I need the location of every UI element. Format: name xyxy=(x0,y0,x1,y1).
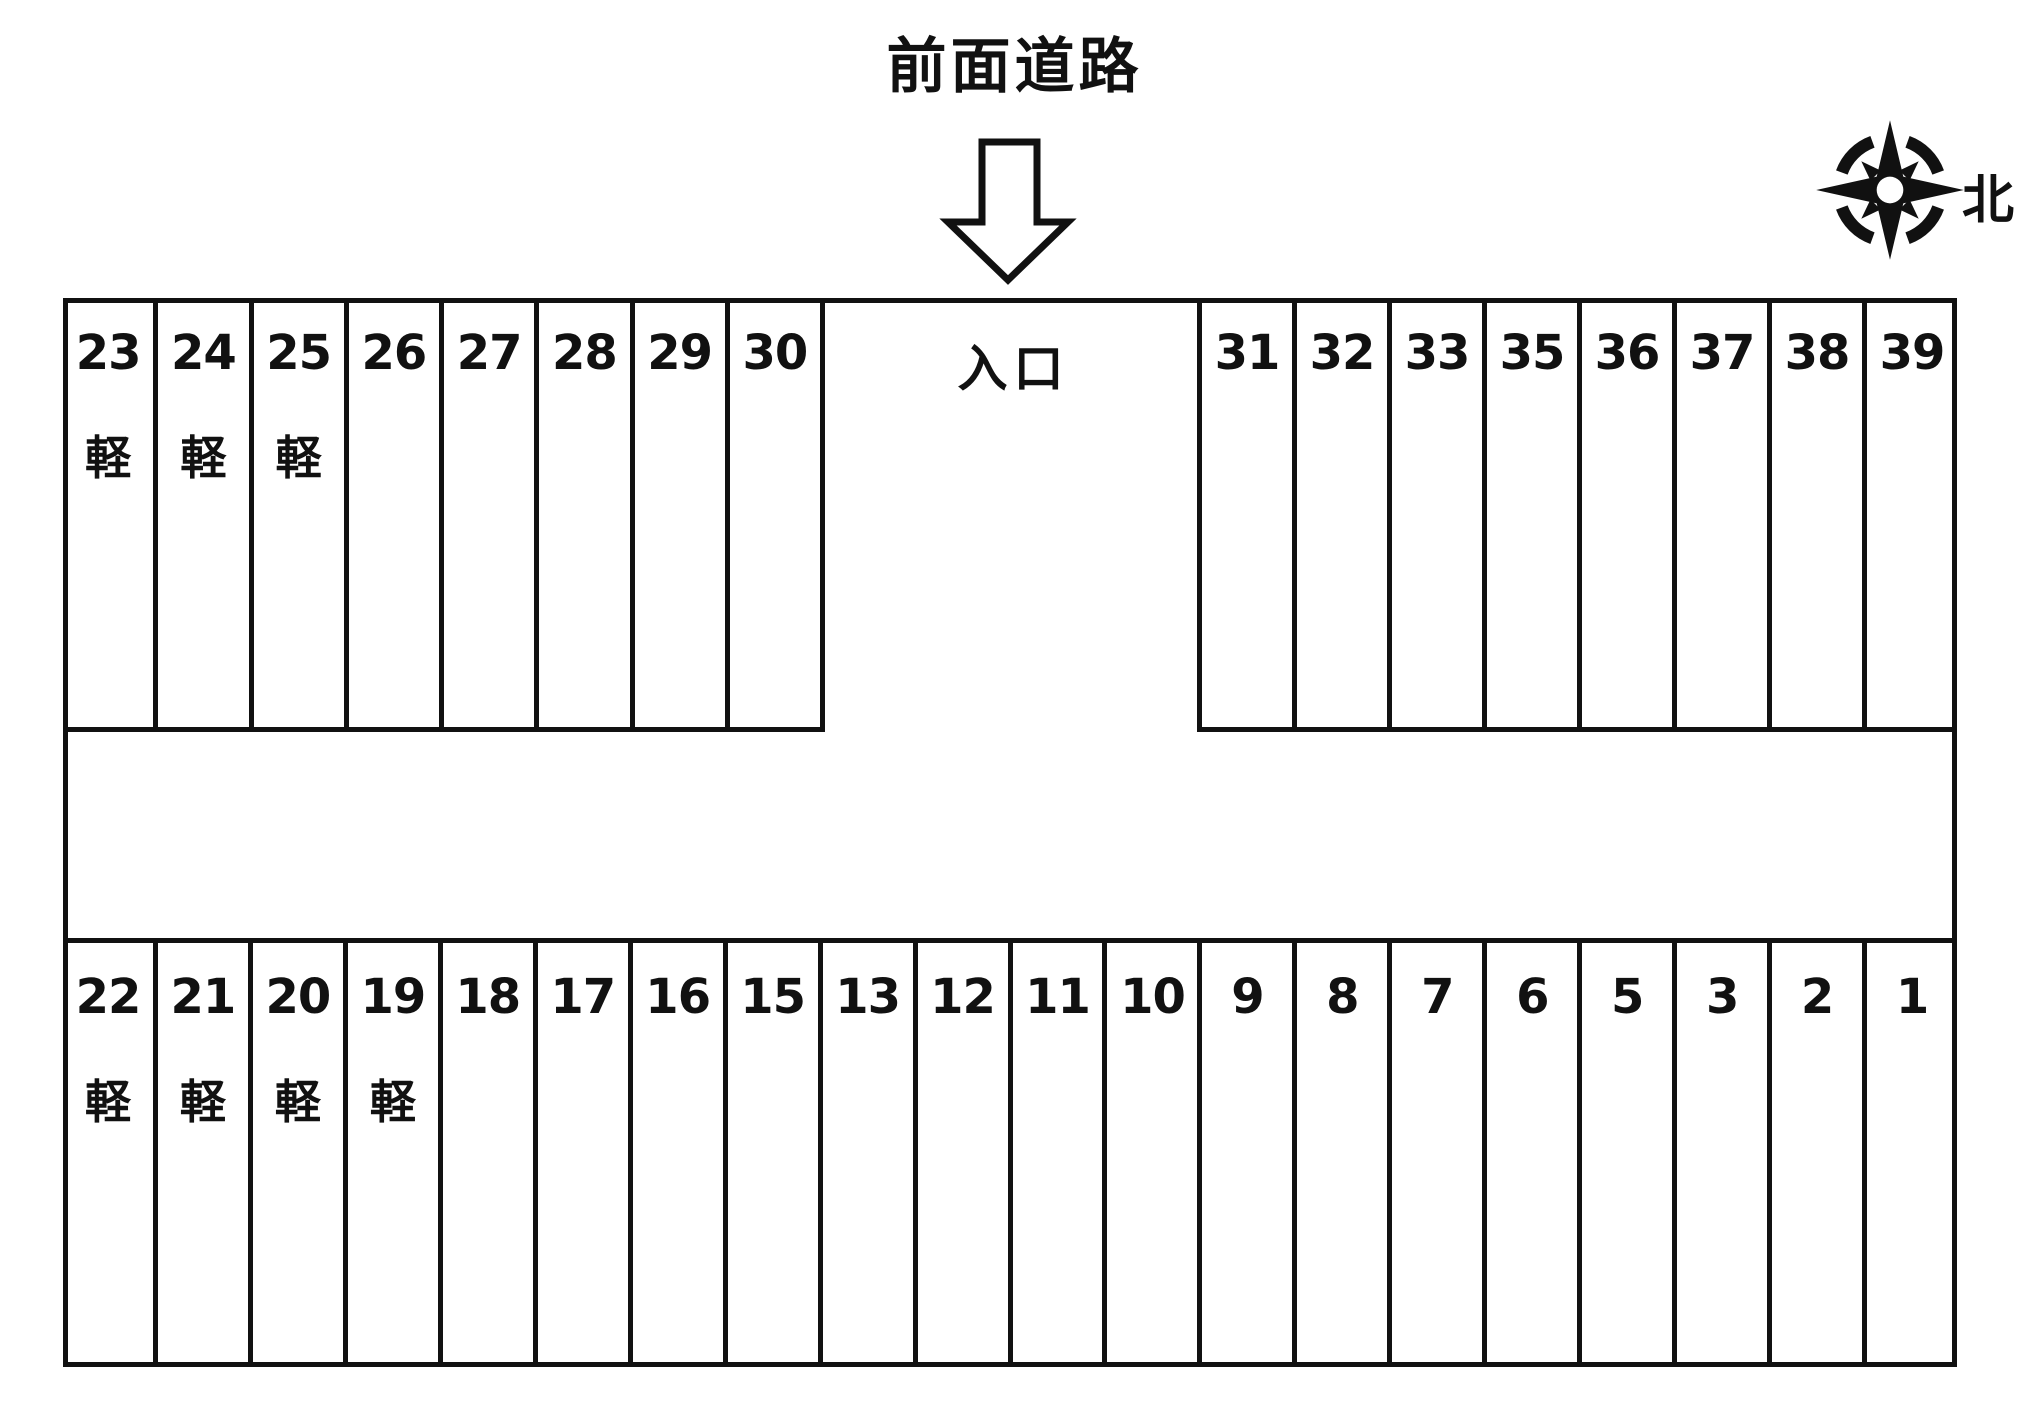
parking-space-30: 30 xyxy=(730,303,825,727)
space-number: 5 xyxy=(1611,969,1644,1025)
space-number: 23 xyxy=(75,325,142,381)
parking-space-7: 7 xyxy=(1392,943,1488,1362)
space-number: 20 xyxy=(265,969,331,1025)
parking-space-2: 2 xyxy=(1772,943,1868,1362)
space-number: 22 xyxy=(75,969,142,1025)
kei-vehicle-label: 軽 xyxy=(85,431,132,485)
space-number: 8 xyxy=(1326,969,1359,1025)
space-number: 39 xyxy=(1879,325,1946,381)
kei-vehicle-label: 軽 xyxy=(180,431,227,485)
parking-space-39: 39 xyxy=(1862,303,1957,727)
front-road-label: 前面道路 xyxy=(886,32,1143,102)
entrance-label: 入口 xyxy=(957,340,1070,398)
space-number: 2 xyxy=(1800,969,1834,1025)
space-number: 21 xyxy=(170,969,237,1025)
space-number: 15 xyxy=(740,969,806,1025)
space-number: 18 xyxy=(455,969,521,1025)
space-number: 10 xyxy=(1120,969,1186,1025)
parking-space-25: 25 軽 xyxy=(254,303,349,727)
parking-space-22: 22 軽 xyxy=(63,943,158,1362)
space-number: 3 xyxy=(1705,969,1739,1025)
space-number: 26 xyxy=(361,325,427,381)
space-number: 1 xyxy=(1895,969,1929,1025)
space-number: 27 xyxy=(456,325,523,381)
parking-space-8: 8 xyxy=(1297,943,1393,1362)
space-number: 35 xyxy=(1499,325,1566,381)
space-number: 31 xyxy=(1214,325,1281,381)
parking-space-26: 26 xyxy=(349,303,444,727)
parking-space-10: 10 xyxy=(1107,943,1203,1362)
parking-space-5: 5 xyxy=(1582,943,1678,1362)
space-number: 19 xyxy=(360,969,426,1025)
parking-space-1: 1 xyxy=(1867,943,1957,1362)
parking-space-11: 11 xyxy=(1013,943,1108,1362)
parking-space-38: 38 xyxy=(1767,303,1862,727)
parking-space-21: 21 軽 xyxy=(158,943,253,1362)
parking-space-3: 3 xyxy=(1677,943,1773,1362)
entrance-opening: 入口 xyxy=(830,303,1197,727)
parking-space-32: 32 xyxy=(1292,303,1387,727)
parking-space-16: 16 xyxy=(633,943,728,1362)
parking-space-24: 24 軽 xyxy=(158,303,254,727)
compass-rose-icon xyxy=(1808,108,1972,272)
parking-space-9: 9 xyxy=(1202,943,1298,1362)
parking-space-12: 12 xyxy=(918,943,1013,1362)
parking-space-35: 35 xyxy=(1482,303,1577,727)
parking-space-33: 33 xyxy=(1387,303,1482,727)
kei-vehicle-label: 軽 xyxy=(369,1075,416,1129)
kei-vehicle-label: 軽 xyxy=(179,1075,226,1129)
space-number: 11 xyxy=(1025,969,1091,1025)
space-number: 17 xyxy=(550,969,616,1025)
parking-space-18: 18 xyxy=(443,943,538,1362)
space-number: 38 xyxy=(1784,325,1851,381)
entrance-down-arrow-icon xyxy=(938,133,1080,289)
parking-space-27: 27 xyxy=(444,303,540,727)
parking-space-23: 23 軽 xyxy=(63,303,159,727)
space-number: 28 xyxy=(551,325,618,381)
space-number: 6 xyxy=(1516,969,1549,1025)
space-number: 13 xyxy=(835,969,901,1025)
parking-space-15: 15 xyxy=(728,943,823,1362)
parking-space-6: 6 xyxy=(1487,943,1583,1362)
kei-vehicle-label: 軽 xyxy=(275,431,322,485)
space-number: 36 xyxy=(1594,325,1661,381)
top-row-left-group: 23 軽 24 軽 25 軽 26 27 28 29 30 xyxy=(63,298,825,732)
kei-vehicle-label: 軽 xyxy=(274,1075,321,1129)
space-number: 37 xyxy=(1689,325,1756,381)
parking-space-17: 17 xyxy=(538,943,633,1362)
parking-space-37: 37 xyxy=(1672,303,1767,727)
parking-space-29: 29 xyxy=(635,303,730,727)
parking-space-19: 19 軽 xyxy=(348,943,443,1362)
parking-space-28: 28 xyxy=(539,303,635,727)
north-label: 北 xyxy=(1962,171,2015,231)
space-number: 12 xyxy=(930,969,996,1025)
space-number: 16 xyxy=(645,969,711,1025)
top-row-right-group: 31 32 33 35 36 37 38 39 xyxy=(1197,298,1957,732)
space-number: 32 xyxy=(1309,325,1376,381)
space-number: 33 xyxy=(1404,325,1471,381)
driveway-aisle xyxy=(68,732,1952,938)
parking-space-13: 13 xyxy=(823,943,918,1362)
space-number: 29 xyxy=(647,325,713,381)
space-number: 9 xyxy=(1231,969,1264,1025)
parking-space-20: 20 軽 xyxy=(253,943,348,1362)
space-number: 24 xyxy=(170,325,237,381)
parking-space-31: 31 xyxy=(1197,303,1292,727)
parking-space-36: 36 xyxy=(1577,303,1672,727)
kei-vehicle-label: 軽 xyxy=(84,1075,131,1129)
space-number: 25 xyxy=(266,325,332,381)
space-number: 30 xyxy=(742,325,808,381)
space-number: 7 xyxy=(1421,969,1454,1025)
